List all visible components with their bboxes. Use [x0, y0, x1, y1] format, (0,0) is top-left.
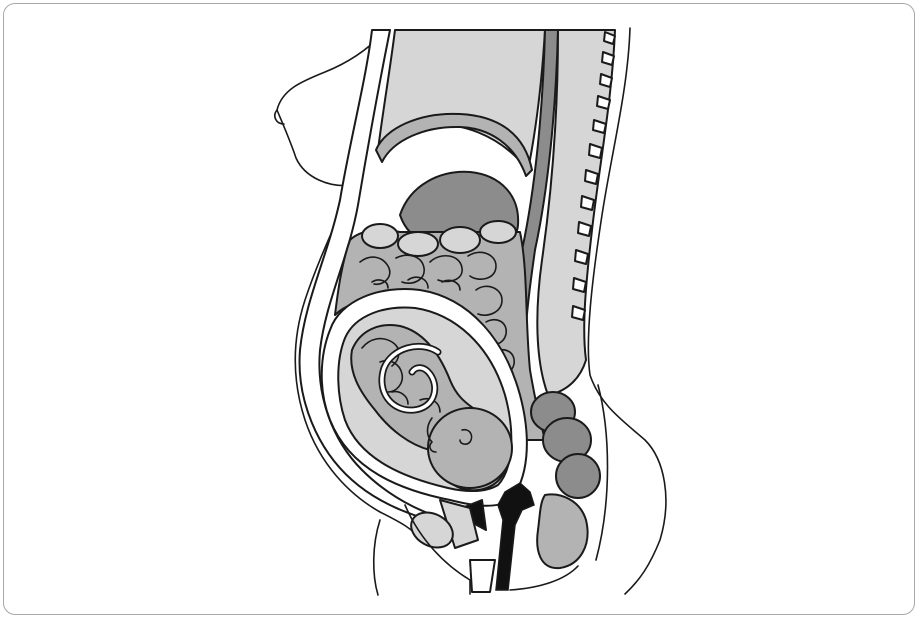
fetus-head	[428, 408, 512, 488]
sigmoid-colon	[531, 392, 600, 498]
cervix	[496, 483, 534, 590]
rectum	[537, 494, 587, 568]
